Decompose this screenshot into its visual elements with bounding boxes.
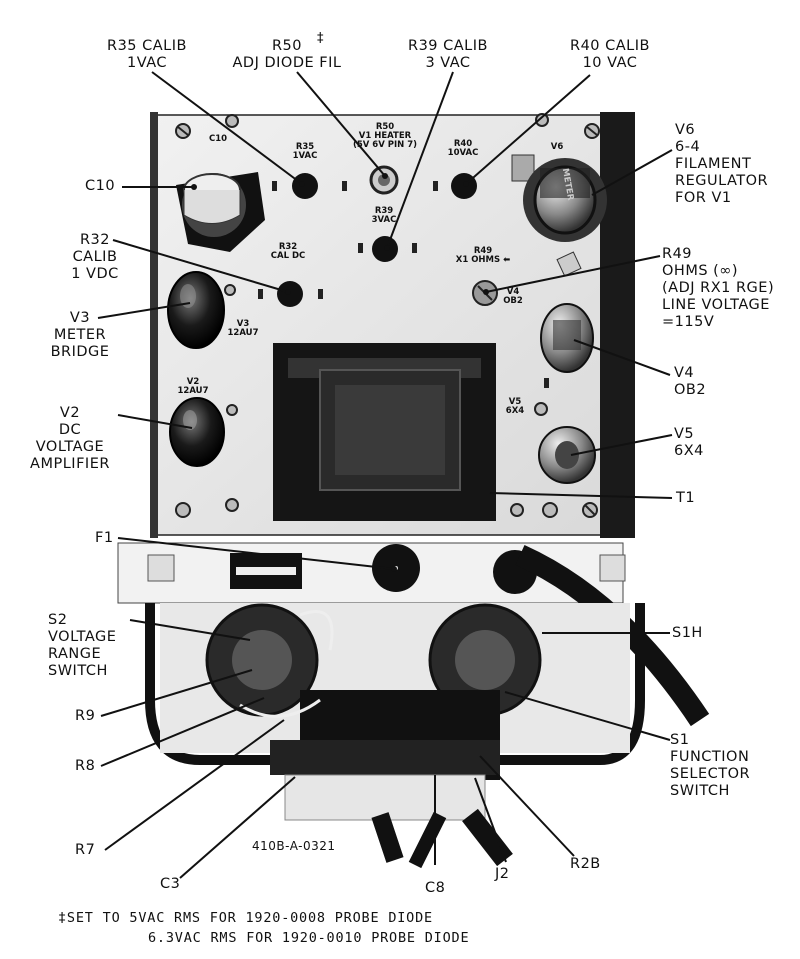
mark-r32: R32 CAL DC xyxy=(270,242,306,261)
panel-screws xyxy=(175,113,600,518)
footnote-line-2: 6.3VAC RMS FOR 1920-0010 PROBE DIODE xyxy=(148,930,470,946)
label-r8: R8 xyxy=(75,758,96,774)
test-jacks xyxy=(258,181,549,388)
label-r50: R50 ADJ DIODE FIL xyxy=(232,38,342,71)
mark-r35: R35 1VAC xyxy=(292,142,318,161)
pot-r50 xyxy=(369,165,399,195)
label-r49: R49 OHMS (∞) (ADJ RX1 RGE) LINE VOLTAGE … xyxy=(662,246,775,330)
label-v5: V5 6X4 xyxy=(674,426,704,459)
label-r2b: R2B xyxy=(570,856,601,872)
label-s1h: S1H xyxy=(672,625,703,641)
part-number: 410B-A-0321 xyxy=(252,839,336,853)
mark-v4: V4 OB2 xyxy=(503,287,523,306)
label-r32: R32 CALIB 1 VDC xyxy=(71,232,119,282)
mark-r49: R49 X1 OHMS ⬅ xyxy=(455,246,511,265)
label-r39: R39 CALIB 3 VAC xyxy=(408,38,488,71)
label-f1: F1 xyxy=(95,530,114,546)
tube-v5 xyxy=(538,426,596,484)
label-c8: C8 xyxy=(425,880,446,896)
label-r9: R9 xyxy=(75,708,96,724)
mark-r40: R40 10VAC xyxy=(447,139,479,158)
label-v2: V2 DC VOLTAGE AMPLIFIER xyxy=(30,405,110,472)
label-c10: C10 xyxy=(85,178,116,194)
mark-r50: R50 V1 HEATER (5V 6V PIN 7) xyxy=(352,122,418,150)
label-r40: R40 CALIB 10 VAC xyxy=(570,38,650,71)
switch-assembly xyxy=(145,603,645,869)
label-v6: V6 6-4 FILAMENT REGULATOR FOR V1 xyxy=(675,122,769,206)
mark-v5: V5 6X4 xyxy=(505,397,525,416)
mark-c10: C10 xyxy=(208,134,228,144)
label-j2: J2 xyxy=(495,866,510,882)
mark-r39: R39 3VAC xyxy=(371,206,397,225)
footnote-line-1: ‡SET TO 5VAC RMS FOR 1920-0008 PROBE DIO… xyxy=(58,910,433,926)
mark-v3: V3 12AU7 xyxy=(227,319,259,338)
tube-v3 xyxy=(167,271,225,349)
label-r35: R35 CALIB 1VAC xyxy=(107,38,187,71)
tube-v2 xyxy=(169,397,225,467)
tube-v6 xyxy=(511,154,607,277)
mark-v2: V2 12AU7 xyxy=(177,377,209,396)
tube-v4 xyxy=(540,303,594,373)
label-v4: V4 OB2 xyxy=(674,365,707,398)
label-v3: V3 METER BRIDGE xyxy=(50,310,110,360)
capacitor-c10 xyxy=(176,172,265,252)
label-s1: S1 FUNCTION SELECTOR SWITCH xyxy=(670,732,751,799)
label-c3: C3 xyxy=(160,876,181,892)
label-r7: R7 xyxy=(75,842,96,858)
label-t1: T1 xyxy=(676,490,696,506)
leader-dots xyxy=(191,173,489,572)
label-s2: S2 VOLTAGE RANGE SWITCH xyxy=(48,612,117,679)
footnote-dagger-mark: ‡ xyxy=(317,31,324,46)
transformer-t1 xyxy=(273,343,496,521)
leader-lines xyxy=(97,71,673,879)
mark-v6: V6 xyxy=(550,142,564,152)
